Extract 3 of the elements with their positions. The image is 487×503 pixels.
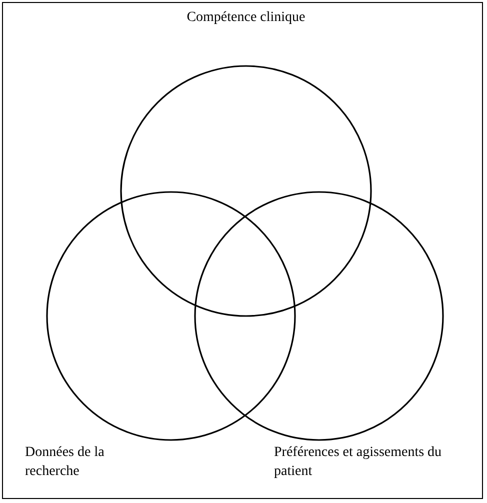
set-label: Compétence clinique bbox=[186, 9, 306, 27]
set-label: Préférences et agissements du patient bbox=[274, 444, 443, 481]
set-label: Données de la recherche bbox=[25, 444, 106, 481]
